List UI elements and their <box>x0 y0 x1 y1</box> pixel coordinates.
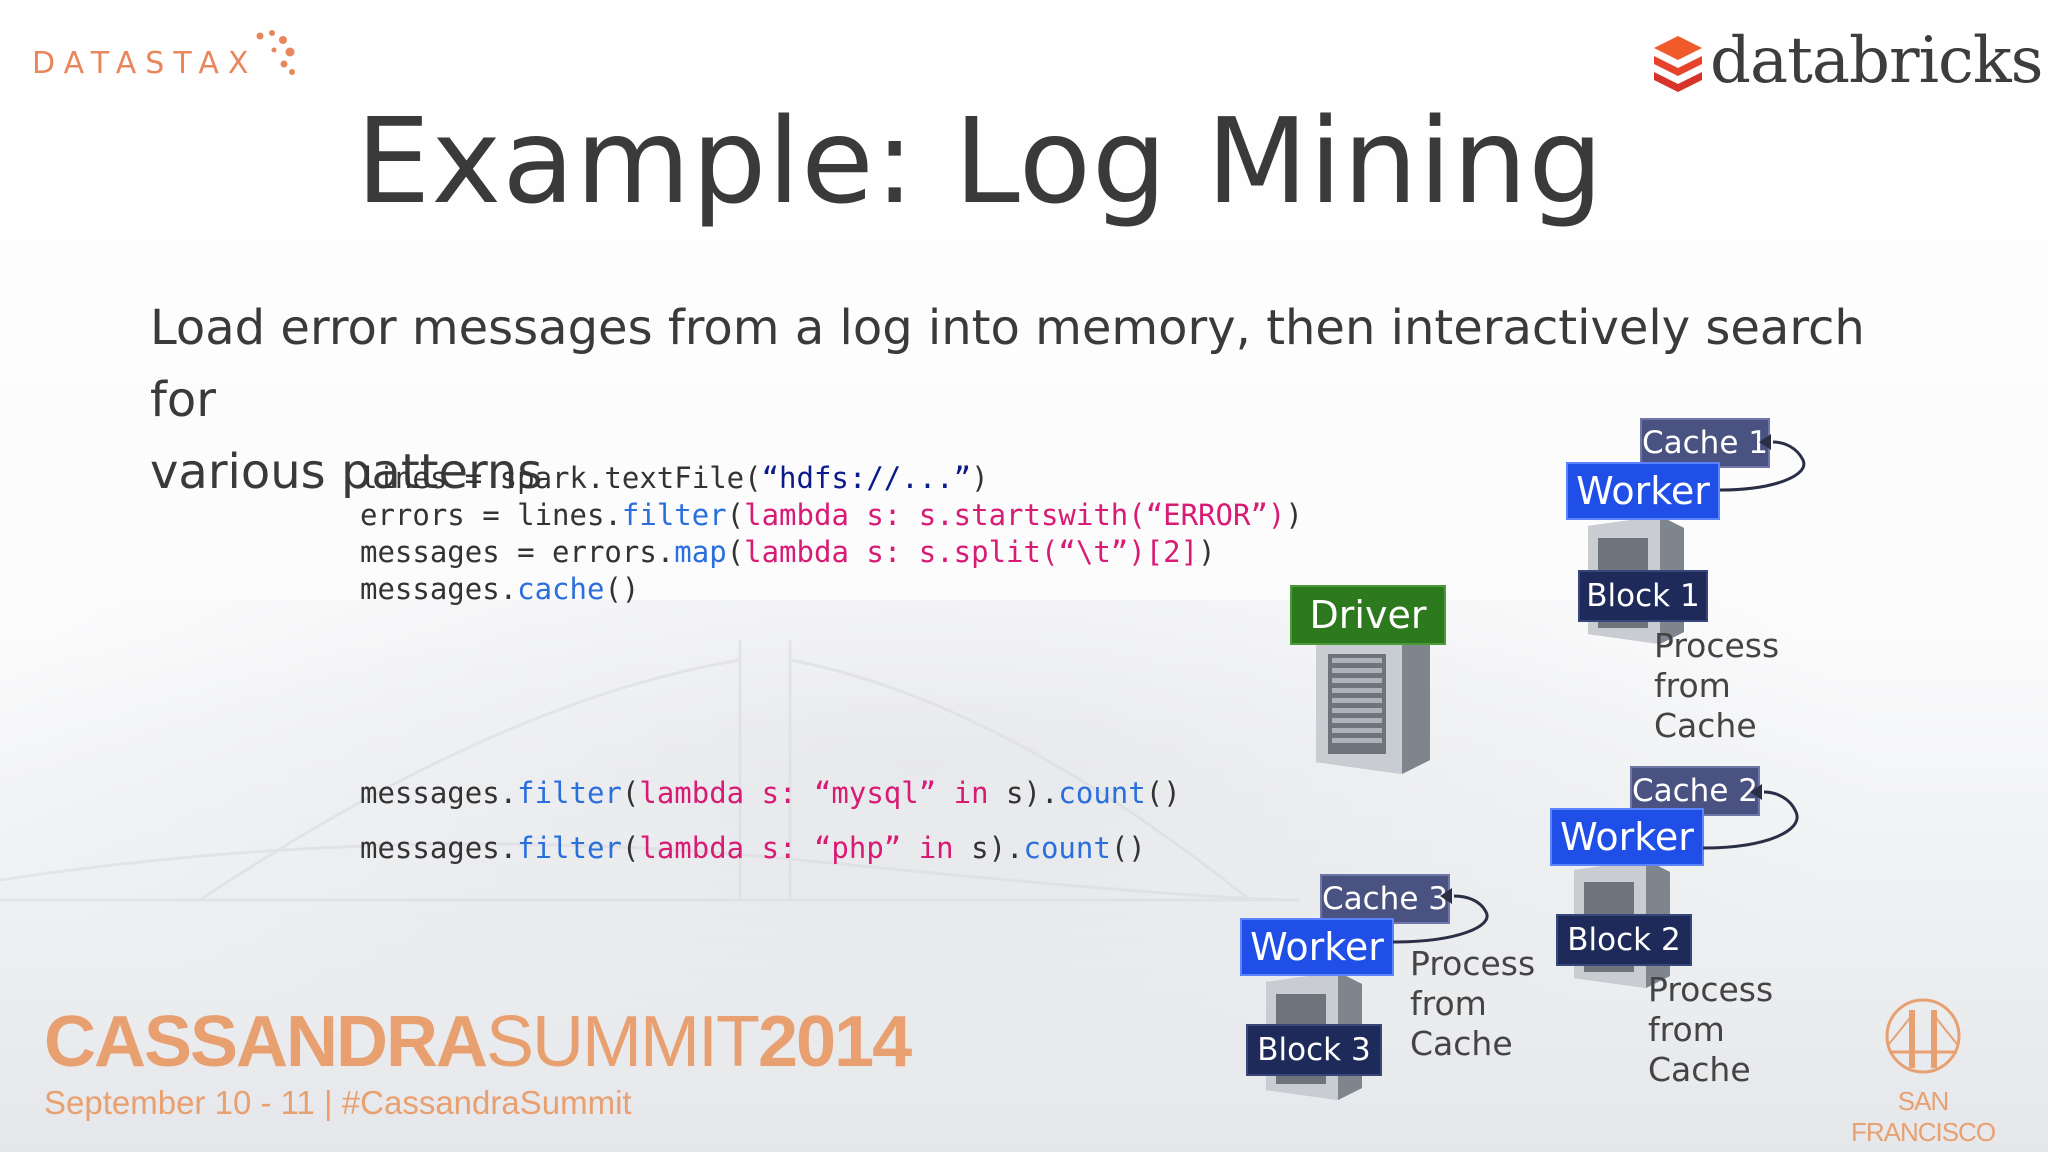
cache-word: Cache <box>1410 1024 1513 1063</box>
worker-2-process-text: Process from Cache <box>1648 970 1773 1090</box>
block-3-label: Block 3 <box>1246 1024 1382 1076</box>
event-title: CASSANDRASUMMIT2014 <box>44 1006 912 1078</box>
code-token: filter <box>517 831 622 865</box>
from-word: from <box>1410 984 1487 1023</box>
code-block-query: messages.filter(lambda s: “mysql” in s).… <box>360 766 1181 876</box>
from-word: from <box>1654 666 1731 705</box>
code-line: errors = lines.filter(lambda s: s.starts… <box>360 497 1303 534</box>
cassandra-summit-logo: CASSANDRASUMMIT2014 September 10 - 11 | … <box>44 1006 912 1122</box>
code-token: messages. <box>360 776 518 810</box>
event-title-bold: CASSANDRA <box>44 1002 488 1082</box>
code-line: messages = errors.map(lambda s: s.split(… <box>360 534 1303 571</box>
code-token: lambda s: “php” in <box>639 831 954 865</box>
code-token: () <box>1110 831 1146 865</box>
code-token: lines = spark.textFile( <box>360 461 762 495</box>
cache-1-label: Cache 1 <box>1640 418 1770 468</box>
code-token: () <box>1145 776 1181 810</box>
code-token: ( <box>621 776 640 810</box>
code-block-load: lines = spark.textFile(“hdfs://...”)erro… <box>360 460 1303 608</box>
code-token: ) <box>971 461 989 495</box>
cache-word: Cache <box>1648 1050 1751 1089</box>
slide-subtitle: Load error messages from a log into memo… <box>150 292 1870 508</box>
process-word: Process <box>1648 970 1774 1009</box>
worker-3-label: Worker <box>1240 918 1394 976</box>
event-year: 2014 <box>758 1002 912 1082</box>
code-token: lambda s: s.split(“\t”)[2] <box>744 535 1199 569</box>
datastax-wordmark: DATASTAX <box>32 46 258 81</box>
event-date: September 10 - 11 | #CassandraSummit <box>44 1084 632 1121</box>
cache-3-arrow-icon <box>1392 888 1489 944</box>
code-token: count <box>1058 776 1146 810</box>
worker-3-process-text: Process from Cache <box>1410 944 1535 1064</box>
code-token: ( <box>621 831 640 865</box>
databricks-stack-icon <box>1654 36 1702 92</box>
code-token: filter <box>517 776 622 810</box>
golden-gate-bridge-icon <box>1885 998 1961 1074</box>
code-token: lambda s: “mysql” in <box>639 776 989 810</box>
code-token: filter <box>621 498 727 532</box>
subtitle-line-2: various patterns <box>150 444 543 500</box>
cache-word: Cache <box>1654 706 1757 745</box>
process-word: Process <box>1654 626 1780 665</box>
datastax-dots-icon <box>256 30 295 75</box>
background-haze <box>0 600 2048 1152</box>
code-token: ) <box>1198 535 1216 569</box>
code-token: ) <box>1285 498 1303 532</box>
slide-title: Example: Log Mining <box>355 92 1605 230</box>
code-token: count <box>1023 831 1111 865</box>
driver-label: Driver <box>1290 585 1446 645</box>
block-2-label: Block 2 <box>1556 914 1692 966</box>
code-token: messages = errors. <box>360 535 675 569</box>
from-word: from <box>1648 1010 1725 1049</box>
san-francisco-badge: SAN FRANCISCO <box>1838 996 2008 1148</box>
databricks-wordmark: databricks <box>1710 24 2043 98</box>
process-word: Process <box>1410 944 1536 983</box>
code-line: lines = spark.textFile(“hdfs://...”) <box>360 460 1303 497</box>
cache-1-arrow-icon <box>1719 434 1806 492</box>
subtitle-line-1: Load error messages from a log into memo… <box>150 300 1865 428</box>
driver-server-icon <box>1316 628 1430 774</box>
code-token: messages. <box>360 572 518 606</box>
city-label: SAN FRANCISCO <box>1850 1086 1996 1147</box>
code-token: s). <box>988 776 1059 810</box>
worker-1-process-text: Process from Cache <box>1654 626 1779 746</box>
code-token: lambda s: s.startswith(“ERROR”) <box>744 498 1286 532</box>
worker-2-label: Worker <box>1550 808 1704 866</box>
cache-2-label: Cache 2 <box>1630 766 1760 816</box>
code-token: messages. <box>360 831 518 865</box>
code-line: messages.filter(lambda s: “mysql” in s).… <box>360 766 1181 821</box>
code-token: map <box>674 535 727 569</box>
cache-2-arrow-icon <box>1702 784 1799 850</box>
code-token: ( <box>726 535 745 569</box>
code-token: () <box>604 572 640 606</box>
block-1-label: Block 1 <box>1578 570 1708 622</box>
code-line: messages.cache() <box>360 571 1303 608</box>
code-token: errors = lines. <box>360 498 622 532</box>
code-token: s). <box>953 831 1024 865</box>
event-title-thin: SUMMIT <box>486 1002 760 1082</box>
code-token: ( <box>726 498 745 532</box>
worker-1-label: Worker <box>1566 462 1720 520</box>
cache-3-label: Cache 3 <box>1320 874 1450 924</box>
code-token: cache <box>517 572 605 606</box>
code-token: “hdfs://...” <box>761 461 972 495</box>
code-line: messages.filter(lambda s: “php” in s).co… <box>360 821 1181 876</box>
